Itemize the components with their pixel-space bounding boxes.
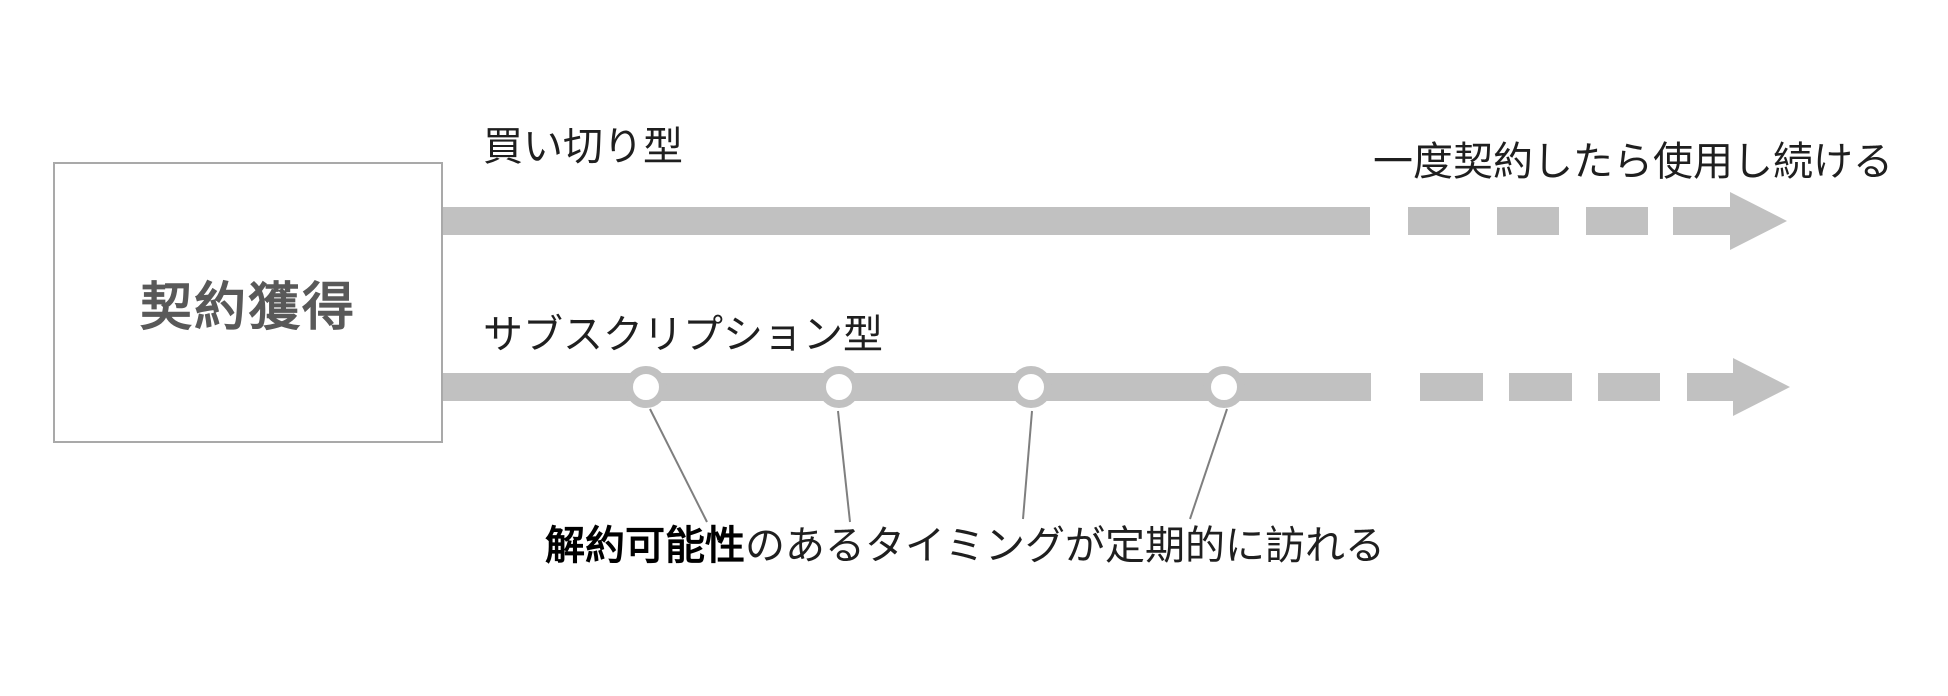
subscription-track-dash [1598, 373, 1660, 401]
cancel-milestone-circle [1203, 366, 1245, 408]
subscription-type-label: サブスクリプション型 [483, 313, 883, 357]
contract-acquisition-box: 契約獲得 [53, 162, 443, 443]
cancel-possibility-rest-text: のあるタイミングが定期的に訪れる [745, 524, 1385, 568]
buy-once-track-dash [1408, 207, 1470, 235]
subscription-track-dash [1687, 373, 1733, 401]
keep-using-annotation: 一度契約したら使用し続ける [1373, 140, 1893, 184]
cancel-possibility-annotation: 解約可能性のあるタイミングが定期的に訪れる [545, 524, 1385, 568]
arrow-right-icon [1730, 192, 1787, 250]
contract-acquisition-label: 契約獲得 [139, 279, 356, 337]
buy-once-track-dash [1673, 207, 1730, 235]
buy-once-track-bar [443, 207, 1370, 235]
subscription-track-dash [1509, 373, 1572, 401]
buy-once-track-dash [1586, 207, 1648, 235]
cancel-milestone-circle [818, 366, 860, 408]
cancel-milestone-circle [625, 366, 667, 408]
subscription-track-dash [1420, 373, 1483, 401]
arrow-right-icon [1733, 358, 1790, 416]
buy-once-type-label: 買い切り型 [483, 125, 683, 169]
cancel-possibility-bold-text: 解約可能性 [545, 524, 745, 568]
cancel-milestone-circle [1010, 366, 1052, 408]
buy-once-track-dash [1497, 207, 1559, 235]
